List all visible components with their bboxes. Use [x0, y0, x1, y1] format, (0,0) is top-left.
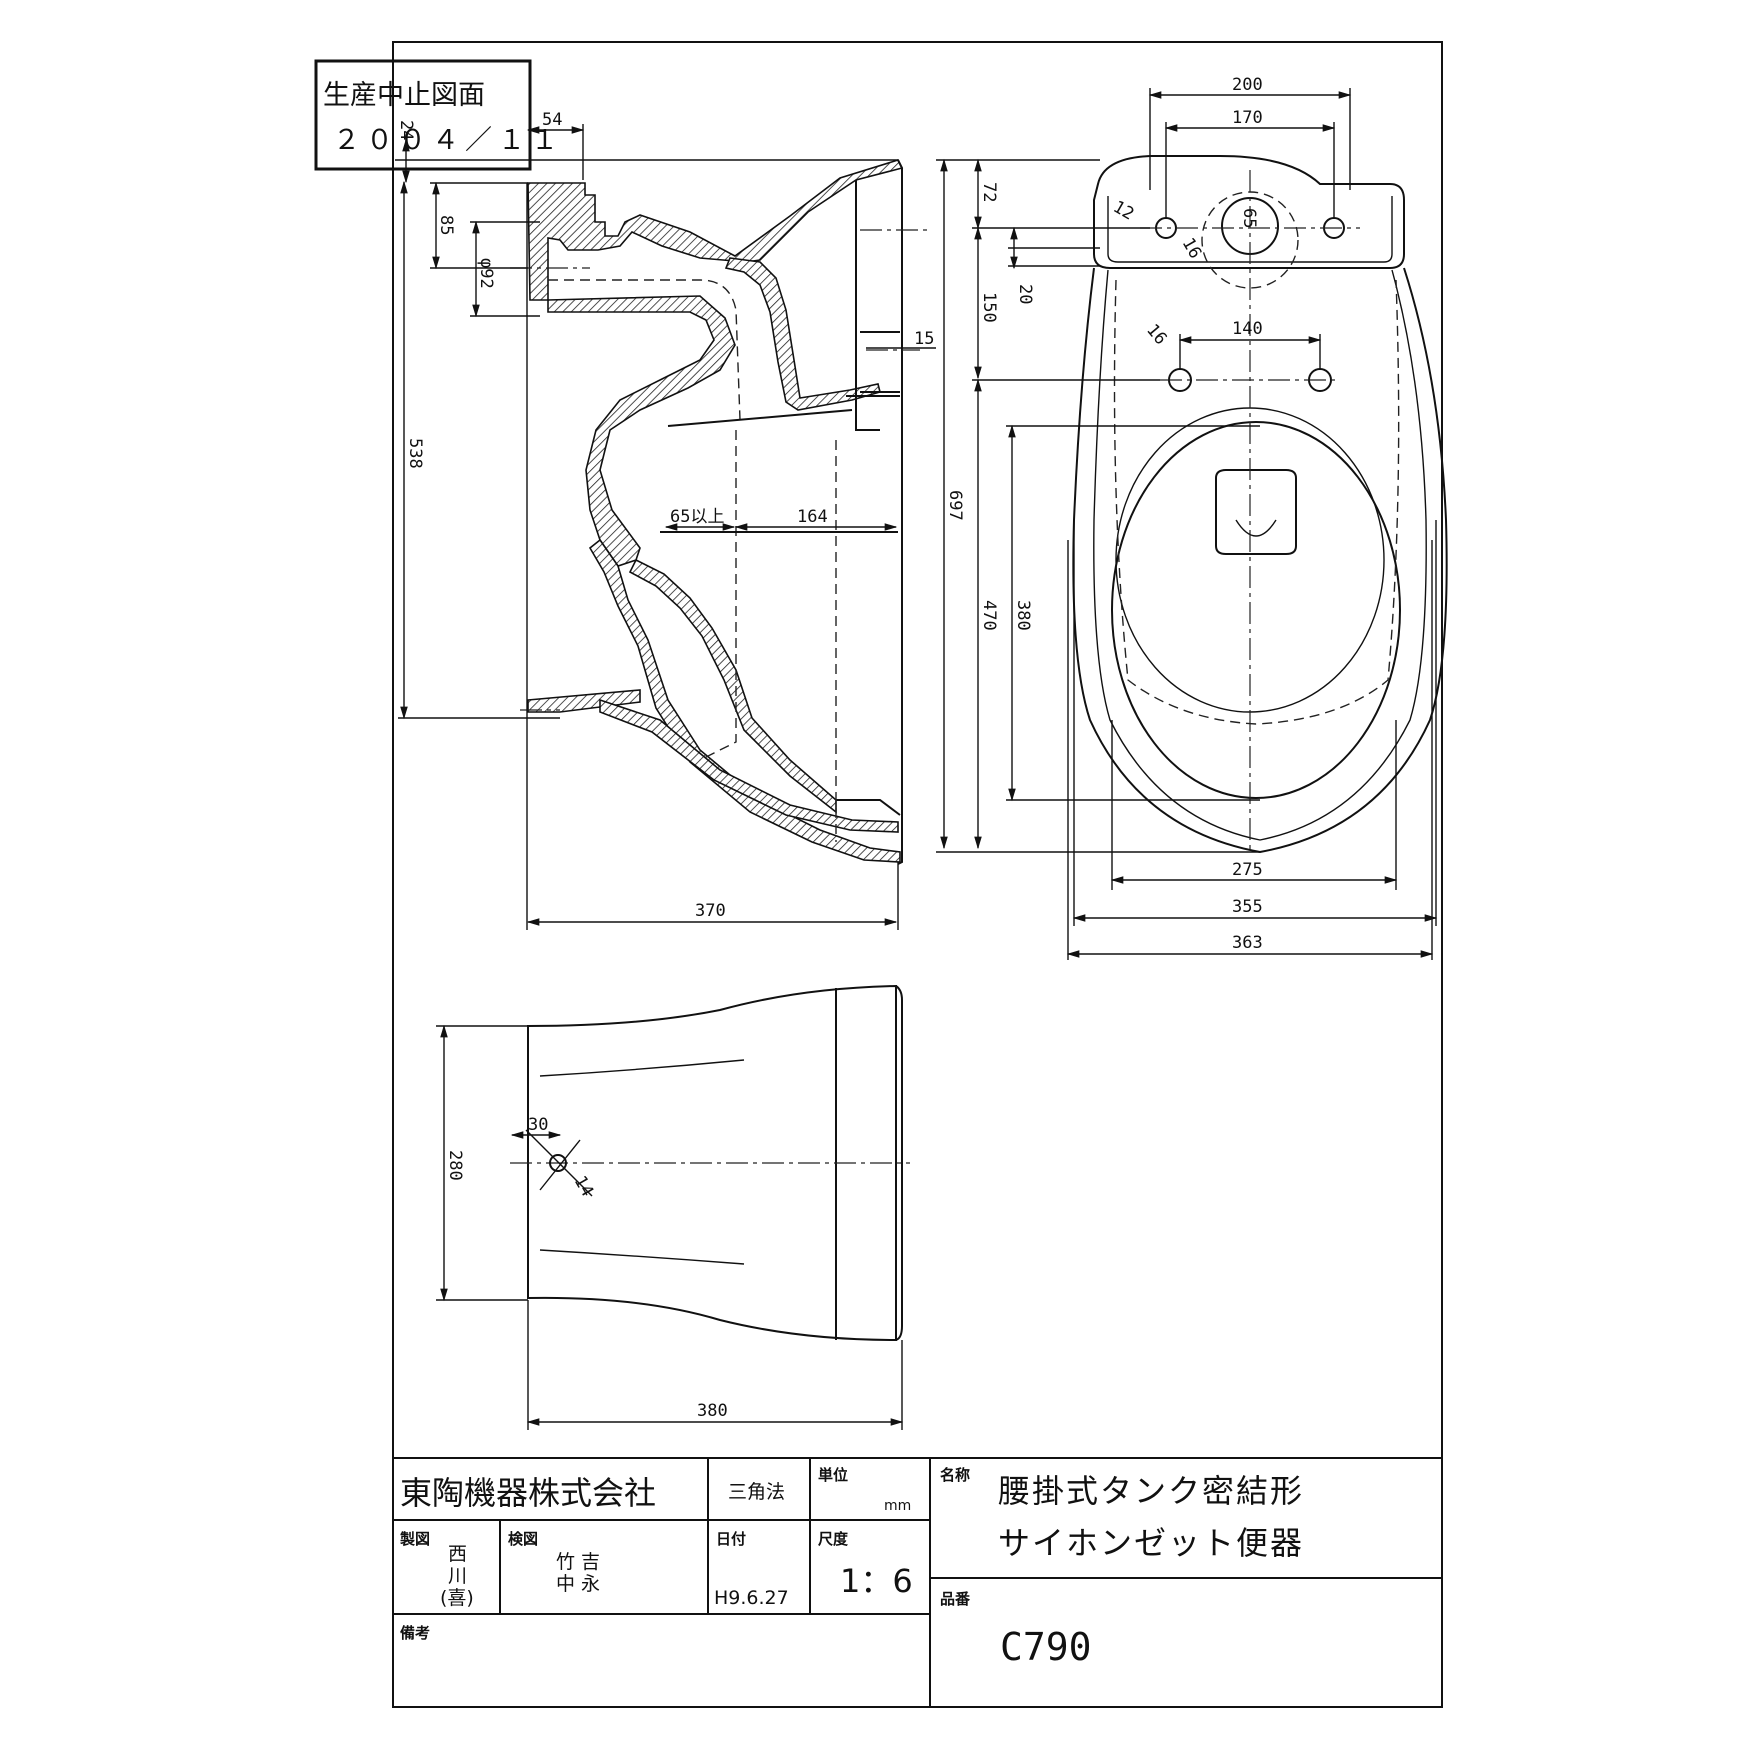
drawn-line3: (喜) — [440, 1587, 474, 1609]
date-value: H9.6.27 — [714, 1587, 789, 1609]
part-label: 品番 — [940, 1590, 971, 1608]
dim-top-697: 697 — [945, 490, 965, 521]
name-line1: 腰掛式タンク密結形 — [998, 1472, 1304, 1510]
date-label: 日付 — [716, 1530, 746, 1548]
dim-bottom-30: 30 — [528, 1115, 548, 1135]
remarks-label: 備考 — [400, 1624, 430, 1642]
name-line2: サイホンゼット便器 — [998, 1524, 1304, 1562]
dim-top-65: 65 — [1239, 208, 1259, 228]
dim-side-65: 65以上 — [670, 507, 724, 527]
drawn-label: 製図 — [399, 1530, 430, 1548]
stamp-date: ２００４／１１ — [333, 125, 564, 156]
top-plan-view: 200 170 12 16 65 697 72 150 20 470 380 1… — [936, 75, 1448, 960]
part-value: C790 — [1000, 1625, 1092, 1669]
dim-top-12: 12 — [1110, 197, 1138, 225]
dim-side-phi92: φ92 — [476, 258, 496, 289]
dim-top-200: 200 — [1232, 75, 1263, 95]
dim-top-380: 380 — [1013, 600, 1033, 631]
dim-top-363: 363 — [1232, 933, 1263, 953]
checked-line1: 竹 吉 — [556, 1551, 600, 1573]
checked-line2: 中 永 — [556, 1573, 600, 1595]
dim-top-20: 20 — [1015, 284, 1035, 304]
name-label: 名称 — [940, 1466, 970, 1484]
dim-side-164: 164 — [797, 507, 828, 527]
scale-label: 尺度 — [818, 1530, 849, 1548]
checked-label: 検図 — [508, 1530, 538, 1548]
bottom-view: 280 30 14 380 — [436, 984, 910, 1430]
dim-top-470: 470 — [979, 600, 999, 631]
dim-side-370: 370 — [695, 901, 726, 921]
dim-side-24: 24 — [396, 120, 416, 140]
dim-side-54: 54 — [542, 110, 562, 130]
dim-bottom-280: 280 — [445, 1150, 465, 1181]
scale-value: 1：6 — [840, 1562, 913, 1600]
unit-label: 単位 — [818, 1466, 848, 1484]
dim-top-140: 140 — [1232, 319, 1263, 339]
dim-top-275: 275 — [1232, 860, 1263, 880]
stamp-title: 生産中止図面 — [323, 80, 485, 111]
company-name: 東陶機器株式会社 — [400, 1474, 656, 1512]
dim-top-16b: 16 — [1142, 320, 1170, 349]
dim-top-16a: 16 — [1178, 235, 1206, 263]
dim-bottom-380: 380 — [697, 1401, 728, 1421]
dim-side-85: 85 — [436, 215, 456, 235]
dim-top-170: 170 — [1232, 108, 1263, 128]
discontinued-stamp: 生産中止図面 ２００４／１１ — [314, 59, 564, 171]
dim-bottom-14: 14 — [570, 1173, 598, 1201]
dim-side-15: 15 — [914, 329, 934, 349]
drawn-line1: 西 — [448, 1543, 467, 1565]
unit-value: mm — [884, 1498, 911, 1514]
dim-top-72: 72 — [979, 182, 999, 202]
dim-side-538: 538 — [405, 438, 425, 469]
title-block: 東陶機器株式会社 三角法 単位 mm 名称 腰掛式タンク密結形 サイホンゼット便… — [392, 1457, 1443, 1708]
drawn-line2: 川 — [448, 1565, 467, 1587]
side-section-view: 54 24 85 φ92 538 65以上 164 15 370 — [395, 110, 936, 930]
dim-top-355: 355 — [1232, 897, 1263, 917]
dim-top-150: 150 — [979, 292, 999, 323]
projection: 三角法 — [728, 1481, 785, 1503]
